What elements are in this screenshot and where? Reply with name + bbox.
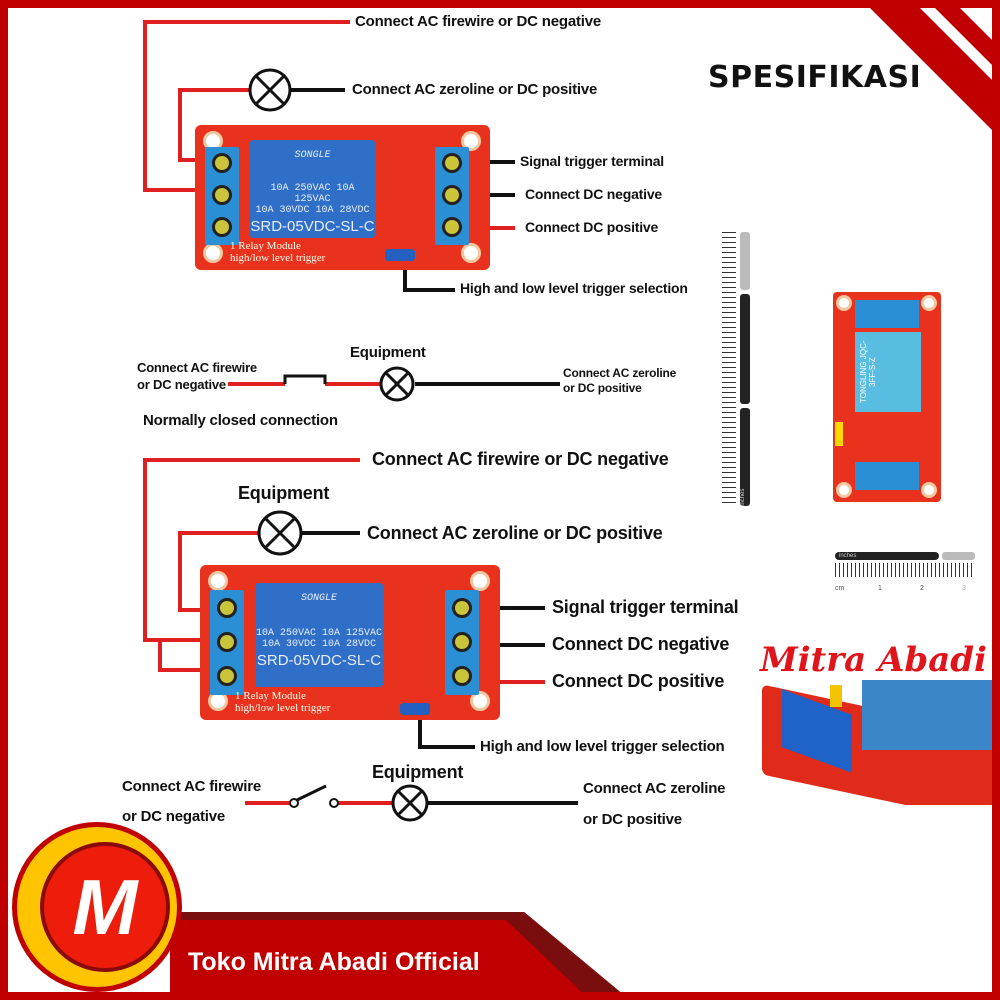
label-top-firewire: Connect AC firewire or DC negative — [355, 13, 602, 30]
label-bottom-equipment: Equipment — [238, 483, 330, 503]
nc-caption: Normally closed connection — [143, 412, 338, 429]
no-right-1: Connect AC zeroline — [583, 780, 726, 797]
relay-module-top: SONGLE 10A 250VAC 10A 125VAC 10A 30VDC 1… — [195, 125, 490, 270]
relay-module-bottom: SONGLE 10A 250VAC 10A 125VAC 10A 30VDC 1… — [200, 565, 500, 720]
relay-closeup-photo — [762, 680, 992, 805]
relay-rating-1: 10A 250VAC 10A 125VAC — [270, 183, 355, 205]
ruler-inches-label: inches — [740, 408, 750, 506]
nc-left-1: Connect AC firewire — [137, 360, 257, 375]
relay-component: SONGLE 10A 250VAC 10A 125VAC 10A 30VDC 1… — [250, 140, 375, 238]
ruler-h-inches-label: inches — [835, 552, 939, 560]
nc-left-2: or DC negative — [137, 377, 226, 392]
label-top-signal: Signal trigger terminal — [520, 153, 664, 169]
ruler-tick: 2 — [920, 585, 924, 592]
no-right-2: or DC positive — [583, 811, 682, 828]
store-name: Toko Mitra Abadi Official — [188, 948, 480, 976]
board-label-1: 1 Relay Module — [235, 690, 306, 702]
label-bottom-signal: Signal trigger terminal — [552, 597, 739, 617]
relay-brand: SONGLE — [300, 593, 337, 604]
ruler-cm-label: cm — [835, 585, 845, 592]
board-label-1: 1 Relay Module — [230, 240, 301, 252]
label-top-zeroline: Connect AC zeroline or DC positive — [352, 81, 598, 98]
label-bottom-dc-positive: Connect DC positive — [552, 671, 725, 691]
lamp-icon — [248, 68, 429, 822]
relay-model: SRD-05VDC-SL-C — [250, 218, 375, 235]
heading-spesifikasi: SPESIFIKASI — [708, 60, 922, 95]
nc-equipment: Equipment — [350, 344, 426, 361]
product-brand: TONGLING — [859, 361, 868, 404]
relay-component: SONGLE 10A 250VAC 10A 125VAC 10A 30VDC 1… — [255, 583, 383, 687]
no-equipment: Equipment — [372, 762, 464, 782]
no-left-2: or DC negative — [122, 808, 226, 825]
product-photo-relay: TONGLING JQC-3FF-S-Z — [833, 292, 941, 502]
label-top-trigger-selection: High and low level trigger selection — [460, 280, 688, 296]
nc-right-1: Connect AC zeroline — [563, 366, 677, 380]
label-bottom-trigger-selection: High and low level trigger selection — [480, 738, 725, 755]
relay-brand: SONGLE — [294, 150, 331, 161]
relay-rating-2: 10A 30VDC 10A 28VDC — [261, 639, 377, 650]
relay-model: SRD-05VDC-SL-C — [256, 652, 382, 669]
jumper — [400, 703, 430, 715]
relay-rating-2: 10A 30VDC 10A 28VDC — [255, 205, 370, 216]
ruler-tick: 1 — [878, 585, 882, 592]
board-label-2: high/low level trigger — [235, 702, 331, 714]
no-left-1: Connect AC firewire — [122, 778, 262, 795]
ruler-tick: 3 — [962, 585, 966, 592]
store-logo: M — [12, 822, 182, 992]
nc-right-2: or DC positive — [563, 381, 642, 395]
label-bottom-dc-negative: Connect DC negative — [552, 634, 730, 654]
relay-rating-1: 10A 250VAC 10A 125VAC — [255, 628, 383, 639]
jumper — [385, 249, 415, 261]
watermark-mitra-abadi: Mitra Abadi — [760, 640, 987, 680]
label-top-dc-negative: Connect DC negative — [525, 186, 662, 202]
label-bottom-zeroline: Connect AC zeroline or DC positive — [367, 523, 663, 543]
label-bottom-firewire: Connect AC firewire or DC negative — [372, 449, 669, 469]
board-label-2: high/low level trigger — [230, 252, 326, 264]
logo-ma-mark: M — [40, 842, 170, 972]
label-top-dc-positive: Connect DC positive — [525, 219, 659, 235]
vertical-ruler: inches — [722, 232, 752, 507]
wire-top-firewire — [143, 20, 350, 192]
horizontal-ruler: inches cm 1 2 3 — [835, 552, 975, 597]
